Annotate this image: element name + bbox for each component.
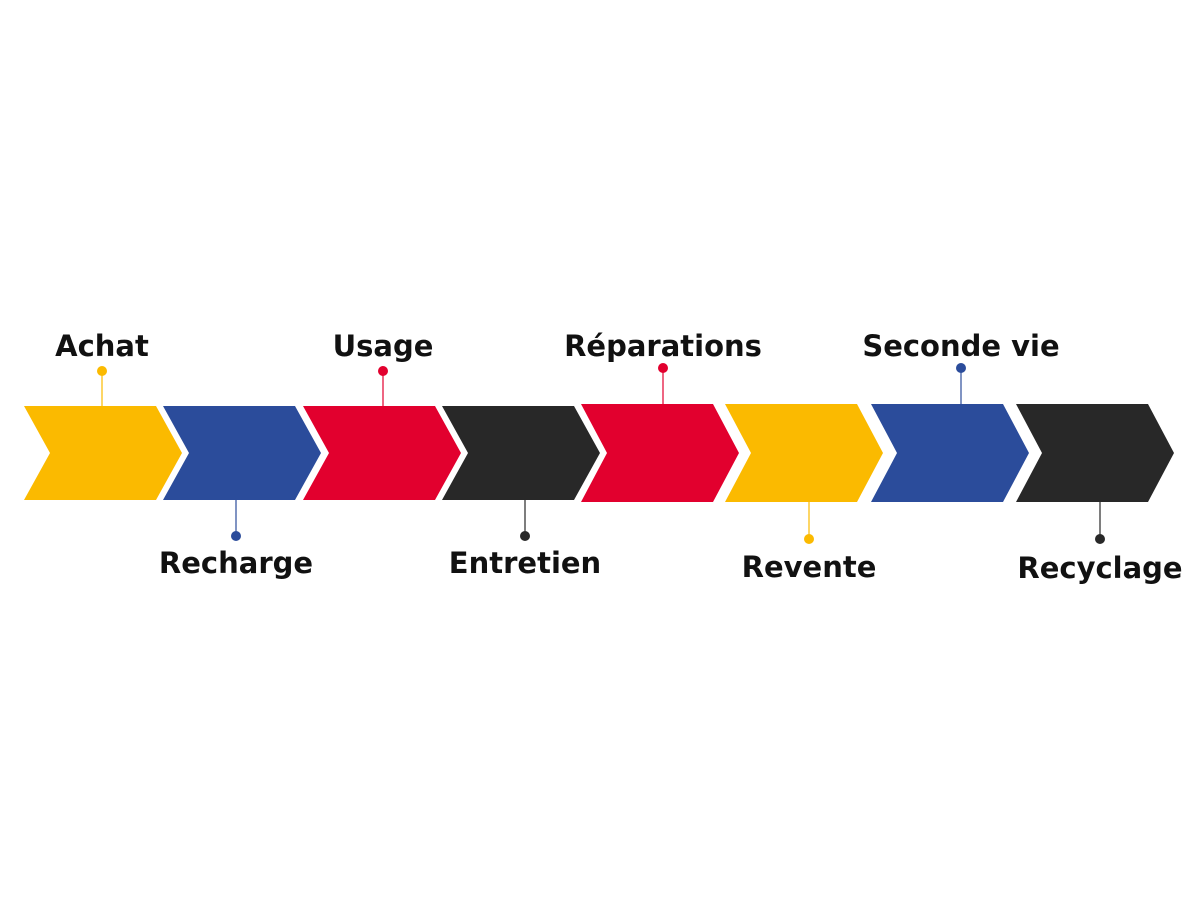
stage-label: Entretien — [449, 546, 601, 580]
chevron-revente — [725, 404, 883, 502]
chevron-recharge — [163, 406, 321, 500]
chevron-row — [24, 404, 1174, 502]
chevron-r-parations — [581, 404, 739, 502]
stage-label: Recyclage — [1017, 551, 1182, 585]
chevron-usage — [303, 406, 461, 500]
stage-label: Seconde vie — [862, 329, 1059, 363]
connector-dot — [97, 366, 107, 376]
label-connectors — [97, 363, 1105, 544]
connector-dot — [658, 363, 668, 373]
chevron-seconde-vie — [871, 404, 1029, 502]
stage-label: Réparations — [564, 329, 762, 363]
connector-dot — [231, 531, 241, 541]
chevron-entretien — [442, 406, 600, 500]
connector-dot — [520, 531, 530, 541]
stage-label: Recharge — [159, 546, 313, 580]
connector-dot — [804, 534, 814, 544]
stage-label: Usage — [333, 329, 434, 363]
connector-dot — [1095, 534, 1105, 544]
stage-label: Revente — [742, 550, 877, 584]
chevron-recyclage — [1016, 404, 1174, 502]
connector-dot — [956, 363, 966, 373]
chevron-achat — [24, 406, 182, 500]
connector-dot — [378, 366, 388, 376]
stage-label: Achat — [55, 329, 149, 363]
